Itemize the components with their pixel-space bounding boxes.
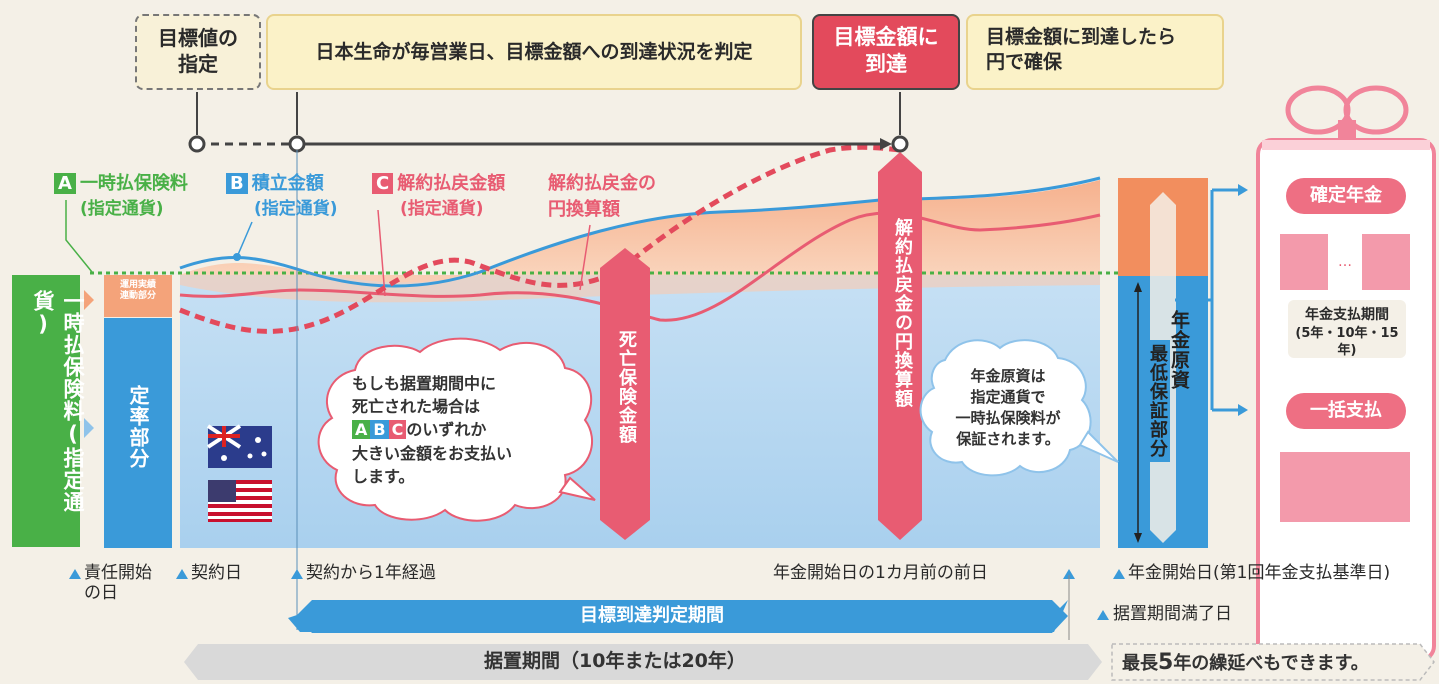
premium-column-label: 一時払保険料(指定通貨) bbox=[31, 290, 85, 513]
node-check-start bbox=[288, 135, 306, 153]
secure-yen-callout: 目標金額に到達したら 円で確保 bbox=[966, 14, 1224, 90]
label-coverage-start: 責任開始 の日 bbox=[84, 563, 152, 603]
target-set-callout: 目標値の 指定 bbox=[135, 14, 261, 90]
svg-text:…: … bbox=[1338, 254, 1352, 270]
death-bubble bbox=[317, 337, 594, 522]
lump-sum-badge: 一括支払 bbox=[1286, 393, 1406, 429]
label-deferral-end: 据置期間満了日 bbox=[1113, 604, 1232, 624]
fixed-annuity-badge: 確定年金 bbox=[1286, 178, 1406, 214]
reached-callout: 目標金額に 到達 bbox=[812, 14, 960, 90]
label-one-year: 契約から1年経過 bbox=[306, 563, 436, 583]
guarantee-bubble bbox=[919, 339, 1092, 477]
label-contract-date: 契約日 bbox=[191, 563, 242, 583]
annuity-fund-label: 年金原資 bbox=[1168, 310, 1190, 390]
label-before-start: 年金開始日の1カ月前の前日 bbox=[773, 563, 988, 583]
badge-b: B bbox=[226, 173, 248, 194]
bubble-badge-a: A bbox=[352, 420, 371, 440]
legend-b-sub: (指定通貨) bbox=[254, 199, 338, 219]
surrender-yen-arrow bbox=[878, 152, 922, 540]
daily-check-callout: 日本生命が毎営業日、目標金額への到達状況を判定 bbox=[266, 14, 802, 90]
death-benefit-label: 死亡保険金額 bbox=[616, 330, 637, 444]
min-guarantee-label: 最低保証部分 bbox=[1144, 340, 1170, 462]
bubble-badge-c: C bbox=[388, 420, 407, 440]
node-reached bbox=[891, 135, 909, 153]
orange-area bbox=[180, 180, 1100, 283]
legend-a-sub: (指定通貨) bbox=[80, 199, 164, 219]
legend-c-sub: (指定通貨) bbox=[400, 199, 484, 219]
death-arrow bbox=[600, 248, 650, 540]
guarantee-bubble-text: 年金原資は 指定通貨で 一時払保険料が 保証されます。 bbox=[955, 367, 1061, 448]
label-annuity-start: 年金開始日(第1回年金支払基準日) bbox=[1128, 563, 1391, 583]
judgement-period-label: 目標到達判定期間 bbox=[580, 605, 724, 626]
extension-note: 最長5年の繰延べもできます。 bbox=[1122, 650, 1369, 675]
badge-c: C bbox=[372, 173, 394, 194]
fixed-portion-label: 定率部分 bbox=[126, 385, 150, 469]
annuity-period-box: 年金支払期間 (5年・10年・15年) bbox=[1288, 300, 1406, 358]
deferral-bar bbox=[184, 644, 1102, 680]
variable-portion-label: 運用実績 連動部分 bbox=[119, 280, 156, 302]
surrender-yen-label: 解約払戻金の円換算額 bbox=[892, 218, 913, 408]
legend-d: 解約払戻金の bbox=[548, 173, 656, 194]
deferral-period-label: 据置期間（10年または20年） bbox=[484, 650, 746, 672]
surrender-line bbox=[179, 211, 1101, 322]
badge-a: A bbox=[54, 173, 76, 194]
legend-d-sub: 円換算額 bbox=[548, 199, 620, 220]
node-target-set bbox=[188, 135, 206, 153]
bubble-badge-b: B bbox=[370, 420, 389, 440]
yen-surrender-line bbox=[179, 144, 901, 334]
